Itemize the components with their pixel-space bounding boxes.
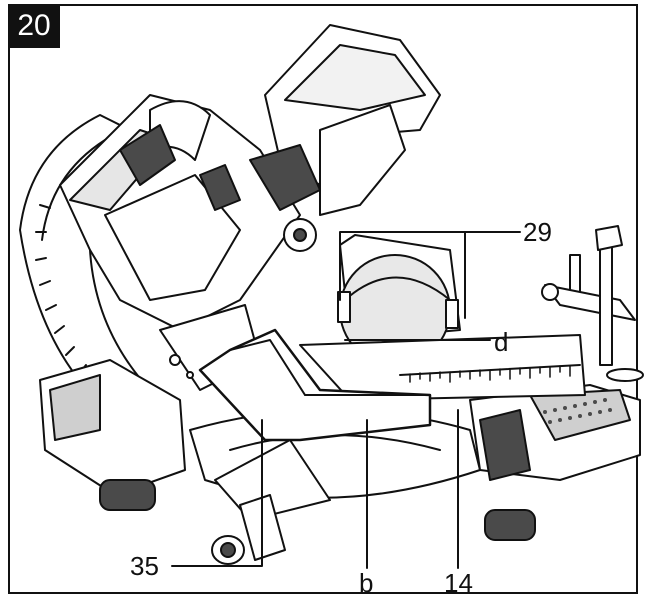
motor-housing [249,24,441,252]
bevel-scale [19,114,151,421]
callout-35: 35 [130,551,159,581]
saw-arm [59,94,301,391]
leader-lines [171,231,521,569]
right-base [469,384,641,541]
workpiece-clamp [541,225,644,382]
fence [299,334,586,401]
callout-29: 29 [523,217,552,247]
callout-d: d [494,327,509,357]
blade-guard [337,234,461,366]
callout-b: b [359,568,374,598]
leader-35 [171,419,263,567]
callout-14: 14 [444,568,473,598]
figure-frame [8,4,638,594]
workpiece-board [198,328,432,442]
leader-29-right [464,231,521,319]
left-base [39,359,186,511]
leader-29-left [339,231,466,301]
figure-number: 20 [8,4,60,48]
